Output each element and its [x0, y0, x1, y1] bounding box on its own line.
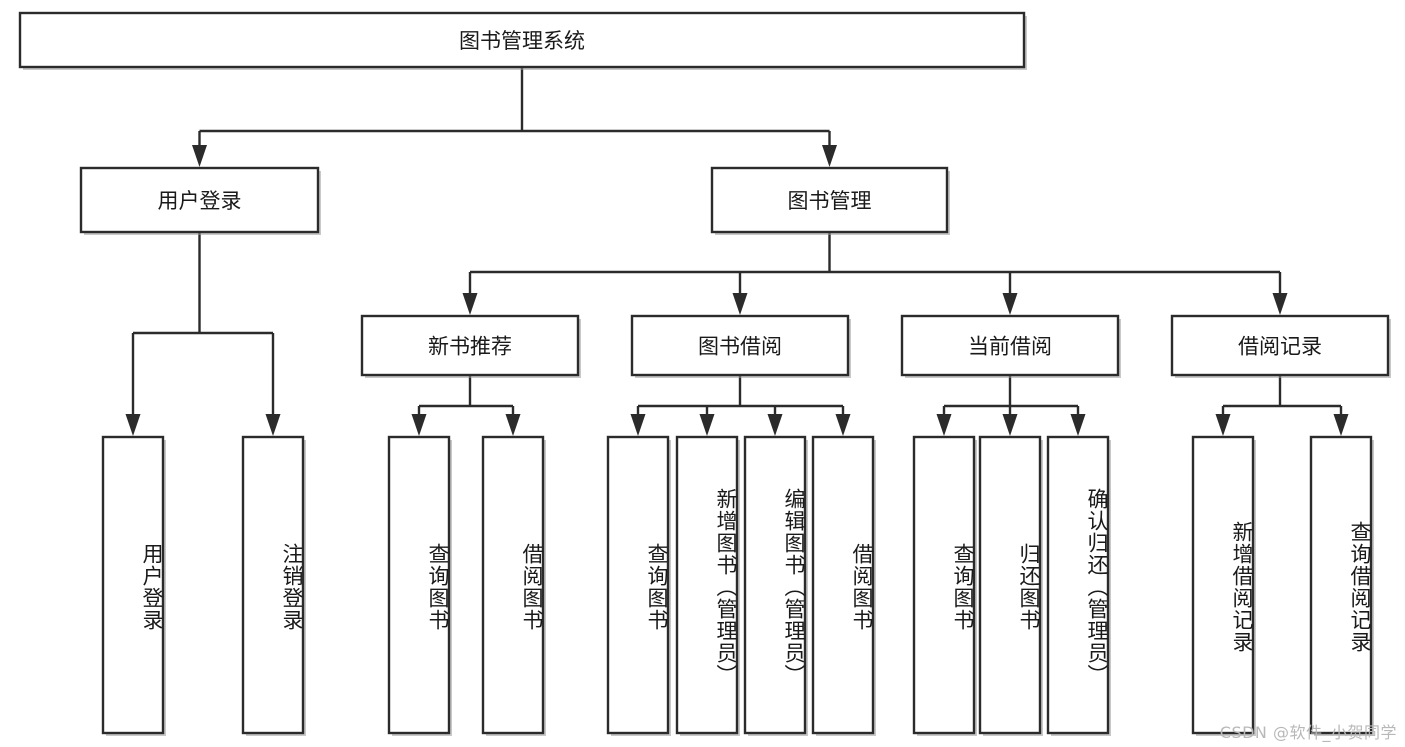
node-box-leaf-rec-search[interactable]	[1309, 435, 1373, 735]
arrow-head-icon	[462, 293, 478, 315]
node-label-book-borrow: 图书借阅	[698, 335, 782, 359]
arrow-head-icon	[1002, 293, 1018, 315]
arrow-head-icon	[936, 414, 952, 436]
arrow-head-icon	[1272, 293, 1288, 315]
node-box-leaf-user-login[interactable]	[101, 435, 165, 735]
connector-layer	[125, 67, 1349, 436]
arrow-head-icon	[265, 414, 281, 436]
node-box-borrow-record[interactable]	[1170, 314, 1390, 377]
node-label-current-borrow: 当前借阅	[968, 335, 1052, 359]
node-box-leaf-borrow-lend[interactable]	[811, 435, 875, 735]
arrow-head-icon	[822, 145, 837, 167]
node-box-new-book-recommend[interactable]	[360, 314, 580, 377]
node-box-leaf-cur-return[interactable]	[978, 435, 1042, 735]
node-label-new-book-recommend: 新书推荐	[428, 335, 512, 359]
node-box-leaf-cur-query[interactable]	[912, 435, 976, 735]
node-label-book-manage: 图书管理	[788, 189, 872, 213]
arrow-head-icon	[699, 414, 715, 436]
node-box-leaf-rec-borrow[interactable]	[481, 435, 545, 735]
node-box-leaf-cur-confirm[interactable]	[1046, 435, 1110, 735]
node-box-book-manage[interactable]	[710, 166, 949, 234]
arrow-head-icon	[192, 145, 207, 167]
arrow-head-icon	[411, 414, 427, 436]
arrow-head-icon	[1002, 414, 1018, 436]
arrow-head-icon	[732, 293, 748, 315]
arrow-head-icon	[767, 414, 783, 436]
node-box-leaf-rec-add[interactable]	[1191, 435, 1255, 735]
node-box-leaf-user-logout[interactable]	[241, 435, 305, 735]
arrow-head-icon	[1070, 414, 1086, 436]
node-box-current-borrow[interactable]	[900, 314, 1120, 377]
watermark-text: CSDN @软件_小贺同学	[1219, 723, 1397, 742]
arrow-head-icon	[630, 414, 646, 436]
node-box-layer	[18, 11, 1391, 736]
node-label-root: 图书管理系统	[459, 29, 585, 53]
node-box-book-borrow[interactable]	[630, 314, 850, 377]
arrow-head-icon	[1215, 414, 1231, 436]
node-box-leaf-borrow-query[interactable]	[606, 435, 670, 735]
node-box-leaf-borrow-add[interactable]	[675, 435, 739, 735]
node-box-user-login[interactable]	[79, 166, 320, 234]
arrow-head-icon	[835, 414, 851, 436]
arrow-head-icon	[505, 414, 521, 436]
node-box-leaf-borrow-edit[interactable]	[743, 435, 807, 735]
node-box-leaf-rec-query[interactable]	[387, 435, 451, 735]
node-label-borrow-record: 借阅记录	[1238, 335, 1322, 359]
node-box-root[interactable]	[18, 11, 1026, 69]
arrow-head-icon	[125, 414, 141, 436]
node-label-user-login: 用户登录	[158, 189, 242, 213]
arrow-head-icon	[1333, 414, 1349, 436]
